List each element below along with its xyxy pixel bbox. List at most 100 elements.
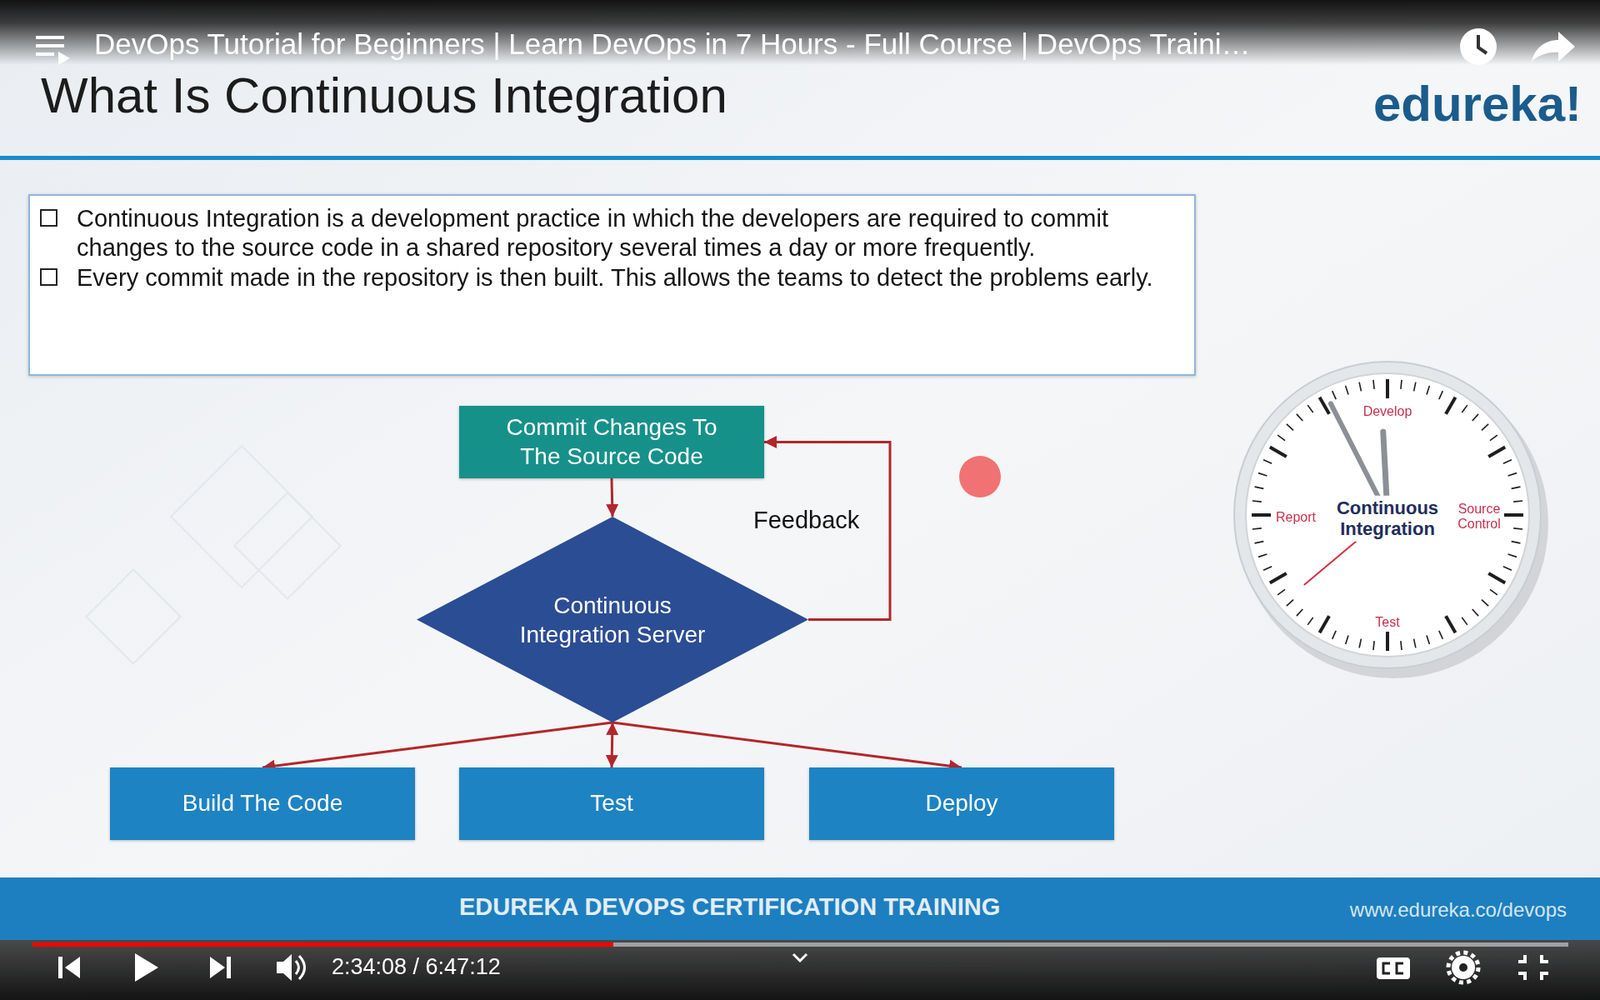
clock-tick [1461, 617, 1467, 625]
clock-tick [1263, 460, 1272, 464]
top-shade [0, 0, 1600, 65]
settings-icon [1451, 955, 1475, 980]
clock-tick [1439, 630, 1443, 640]
clock-tick [1332, 390, 1336, 400]
icon-triangle [58, 51, 70, 65]
icon-bar [35, 44, 65, 48]
clock-step-label: Test [1345, 615, 1430, 630]
settings-tooth [1448, 952, 1479, 983]
watch-later-icon [1460, 28, 1497, 65]
clock-tick [1255, 486, 1265, 489]
clock-tick [1270, 573, 1287, 584]
exit-fullscreen-icon [1518, 955, 1549, 980]
clock-tick [1255, 541, 1265, 544]
clock-step-label: Report [1266, 510, 1325, 525]
icon-bar [35, 52, 55, 56]
decision-label: Continuous Integration Server [510, 590, 715, 650]
clock-tick [1320, 615, 1330, 633]
pattern-square [234, 492, 340, 599]
clock-tick [1426, 385, 1430, 395]
clock-tick [1258, 554, 1267, 557]
process-label: Deploy [925, 789, 998, 818]
next-bar [226, 956, 231, 979]
clock-tick [1481, 600, 1489, 606]
playlist-icon [35, 35, 70, 65]
clock-dial: Continuous IntegrationDevelopSource Cont… [1229, 356, 1546, 674]
bullet-checkbox [40, 209, 58, 227]
brand-logo: edureka! [1373, 75, 1582, 133]
clock-tick [1490, 435, 1498, 440]
clock-tick [1503, 566, 1512, 570]
faint-pattern [85, 445, 340, 664]
pointer-dot [959, 455, 1001, 498]
clock-tick [1296, 609, 1303, 616]
clock-tick [1461, 405, 1467, 413]
connector-arrow [612, 722, 962, 768]
clock-rim [1234, 361, 1541, 669]
clock-tick [1251, 513, 1271, 517]
clock-dial-face [1245, 373, 1530, 657]
title-rule [0, 155, 1600, 160]
clock-tick [1400, 380, 1402, 390]
clock-tick [1481, 424, 1489, 430]
clock-tick [1385, 379, 1390, 399]
clock-tick [1277, 589, 1285, 595]
clock-step-label: Source Control [1450, 501, 1509, 531]
chevron-icon [793, 954, 807, 961]
process-label: Build The Code [182, 789, 344, 818]
clock-tick [1513, 528, 1523, 530]
connector-arrow [262, 722, 613, 768]
settings-hole [1459, 963, 1468, 972]
clock-tick [1373, 380, 1375, 390]
footer-band: EDUREKA DEVOPS CERTIFICATION TRAININGwww… [0, 877, 1600, 940]
icon-hand [1478, 35, 1487, 54]
clock-tick [1508, 554, 1517, 557]
play-icon [135, 953, 159, 982]
clock-tick [1503, 460, 1512, 464]
clock-tick [1286, 424, 1294, 430]
clock-tick [1345, 385, 1349, 395]
clock-tick [1385, 631, 1390, 651]
diamond-shape [416, 516, 809, 723]
process-box: Build The Code [110, 767, 415, 840]
process-label: Test [590, 789, 633, 818]
footer-url: www.edureka.co/devops [1350, 898, 1567, 922]
clock-tick [1400, 640, 1402, 650]
clock-tick [1488, 573, 1505, 584]
clock-tick [1296, 414, 1303, 421]
clock-tick [1511, 541, 1521, 544]
clock-tick [1490, 589, 1498, 595]
pattern-square [170, 445, 313, 588]
clock-tick [1472, 414, 1479, 421]
cc-glyph [1383, 963, 1404, 974]
definition-box: Continuous Integration is a development … [28, 194, 1196, 376]
clock-tick [1472, 609, 1479, 616]
connector-arrow [611, 722, 613, 768]
bullet-text: Every commit made in the repository is t… [76, 263, 1175, 293]
clock-tick [1414, 639, 1416, 649]
clock-tick [1439, 390, 1443, 400]
clock-tick [1270, 447, 1287, 458]
bullet-text: Continuous Integration is a development … [76, 204, 1175, 264]
volume-icon [276, 954, 292, 981]
clock-tick [1504, 513, 1524, 517]
clock-step-label: Develop [1345, 404, 1430, 420]
clock-tick [1263, 566, 1272, 570]
cc-icon [1376, 957, 1410, 980]
edge-label: Feedback [750, 506, 862, 535]
progress-played [32, 942, 614, 947]
next-icon [210, 956, 225, 979]
volume-wave [295, 960, 300, 975]
clock-tick [1359, 639, 1361, 649]
player-controls [58, 952, 1549, 983]
clock-tick [1307, 405, 1313, 413]
clock-tick [1277, 435, 1285, 440]
clock-tick [1258, 473, 1267, 476]
clock-tick [1488, 447, 1505, 458]
diamond-fill [416, 516, 809, 723]
slide-title: What Is Continuous Integration [40, 66, 728, 125]
clock-tick [1373, 640, 1375, 650]
share-icon [1531, 31, 1575, 62]
